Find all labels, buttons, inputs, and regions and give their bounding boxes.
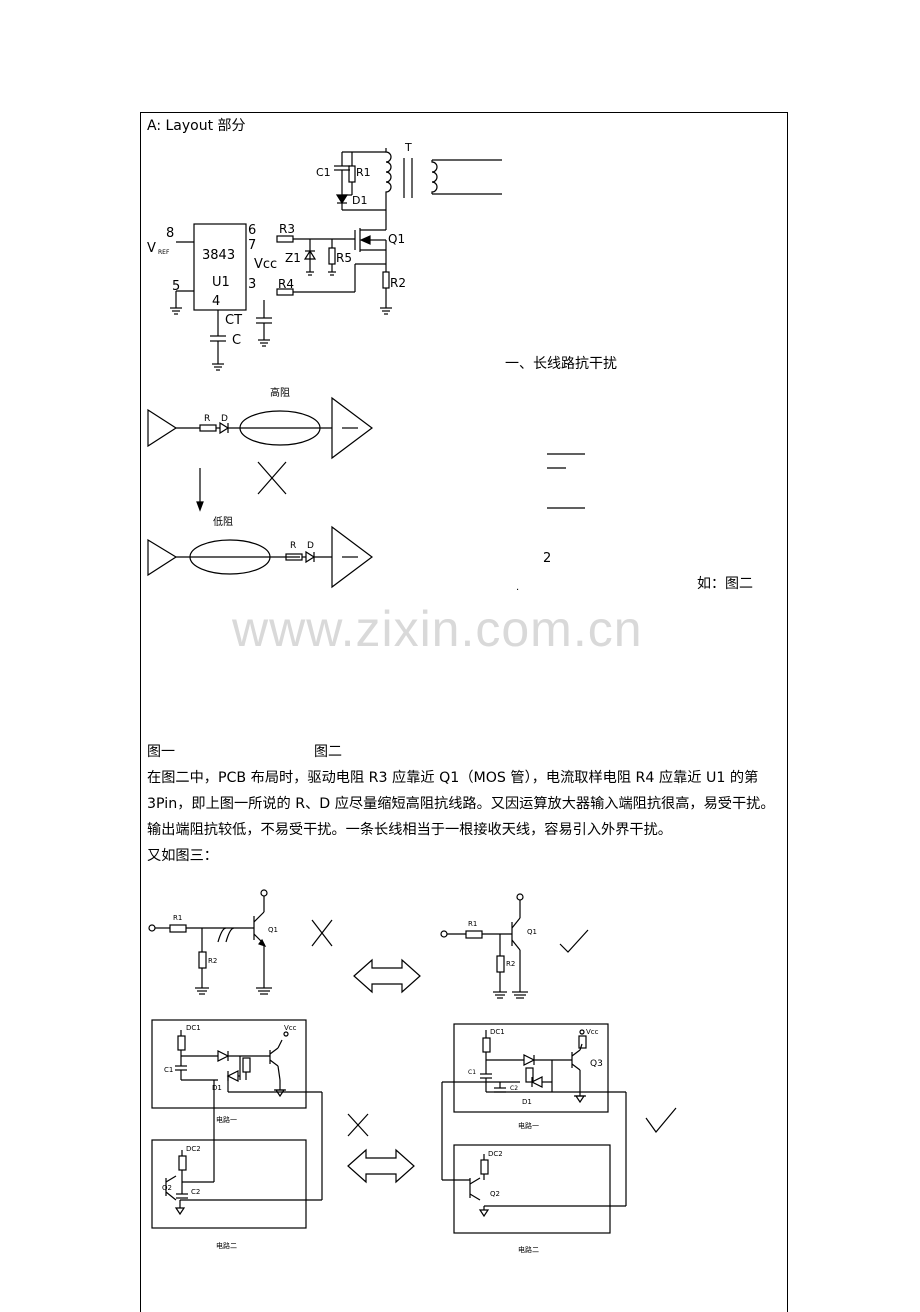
fig3-q1-good: Q1 [527,928,537,936]
body-text: 在图二中，PCB 布局时，驱动电阻 R3 应靠近 Q1（MOS 管），电流取样电… [147,765,787,869]
fig4-dc2-good: DC2 [488,1150,503,1158]
fig3-q1-bad: Q1 [268,926,278,934]
fig1-ic-name: 3843 [202,248,235,263]
heading-long-line: 一、长线路抗干扰 [505,356,617,372]
fig3-r1-good: R1 [468,920,477,928]
fig1-q1: Q1 [388,232,405,246]
fig1-vref: V [147,241,156,256]
fig4-c1-good: C1 [468,1069,476,1076]
fig2-lines [547,453,585,509]
fig4-circuit1-bad: 电路一 [216,1115,237,1124]
fig1-c: C [232,333,241,348]
fig3-bad-circuit [148,889,272,995]
cross-mark-2 [311,919,333,947]
fig2-r-top: R [204,414,210,424]
fig1-r3: R3 [279,222,295,236]
fig1-vcc: Vcc [254,257,277,272]
fig4-q2-good: Q2 [490,1190,500,1198]
fig1-ct: CT [225,313,242,328]
fig3-r2-bad: R2 [208,957,217,965]
fig1-pin5: 5 [172,279,180,294]
caption-fig1: 图一 [147,744,175,760]
fig1-pin3: 3 [248,277,256,292]
fig4-good-layout [441,1023,627,1234]
section-title: A: Layout 部分 [147,118,246,134]
fig2-r-bottom: R [290,541,296,551]
down-arrow [196,468,204,512]
fig3-r2-good: R2 [506,960,515,968]
fig2-low-label: 低阻 [213,515,233,528]
fig2-dot: . [516,582,519,593]
fig4-circuit1-good: 电路一 [518,1121,539,1130]
check-mark-1 [559,929,589,953]
fig2-high-label: 高阻 [270,386,290,399]
fig4-circuit2-good: 电路二 [518,1245,539,1254]
fig1-t: T [404,141,412,154]
paragraph: 在图二中，PCB 布局时，驱动电阻 R3 应靠近 Q1（MOS 管），电流取样电… [147,770,775,838]
fig4-c2-bad: C2 [191,1188,200,1196]
fig4-dc2-bad: DC2 [186,1145,201,1153]
fig3-good-circuit [440,893,528,999]
fig1-pin6: 6 [248,223,256,238]
check-mark-2 [645,1107,677,1133]
fig4-dc1-good: DC1 [490,1028,505,1036]
fig4-q2-bad: Q2 [162,1184,172,1192]
fig2-reference: 如：图二 [697,576,753,592]
caption-fig2: 图二 [314,744,342,760]
fig1-c1: C1 [316,166,331,179]
fig1-pin4: 4 [212,294,220,309]
fig4-d1-bad: D1 [212,1084,222,1092]
fig1-r1: R1 [356,166,371,179]
fig4-d1-good: D1 [522,1098,532,1106]
fig1-r5: R5 [336,251,352,265]
again-fig3: 又如图三： [147,848,218,864]
fig2-d-top: D [221,414,228,424]
double-arrow-2 [347,1148,415,1184]
cross-mark-1 [257,461,287,495]
fig1-z1: Z1 [285,251,301,265]
fig1-vref-sub: REF [158,249,170,256]
fig1-r2: R2 [390,276,406,290]
fig4-vcc-good: Vcc [586,1028,599,1036]
fig4-q3-good: Q3 [590,1059,603,1069]
watermark: www.zixin.com.cn [232,601,643,657]
fig4-c2-good: C2 [510,1085,518,1092]
document-frame [140,112,788,1312]
fig2-low-impedance [147,525,373,589]
fig4-c1-bad: C1 [164,1066,173,1074]
fig1-flyback-circuit [170,148,502,371]
fig1-pin7: 7 [248,238,256,253]
fig1-pin8: 8 [166,226,174,241]
fig1-d1: D1 [352,194,367,207]
cross-mark-3 [347,1113,369,1137]
fig2-high-impedance [147,396,373,460]
fig4-circuit2-bad: 电路二 [216,1241,237,1250]
double-arrow-1 [353,958,421,994]
fig4-dc1-bad: DC1 [186,1024,201,1032]
fig2-digit: 2 [543,551,551,566]
fig2-d-bottom: D [307,541,314,551]
fig4-bad-layout [151,1019,323,1229]
fig1-r4: R4 [278,277,294,291]
fig3-r1-bad: R1 [173,914,182,922]
fig4-vcc-bad: Vcc [284,1024,297,1032]
fig1-ic-ref: U1 [212,275,230,290]
